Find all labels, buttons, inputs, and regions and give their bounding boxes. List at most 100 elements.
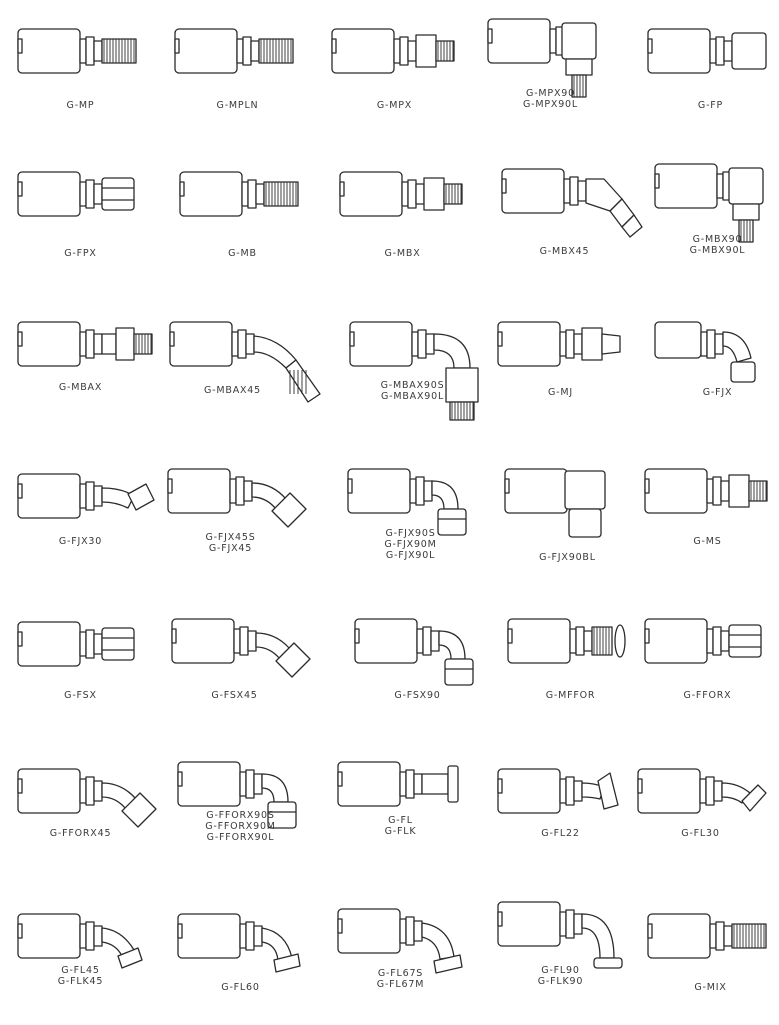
fitting-drawing-g-fjx45s [167, 468, 307, 528]
fitting-g-fjx90s [347, 465, 493, 580]
fitting-label-line: G-FJX [702, 387, 733, 398]
fitting-label-g-fforx: G-FFORX [635, 690, 779, 701]
fitting-g-mffor [507, 615, 653, 730]
fitting-label-line: G-FFORX90L [206, 832, 275, 843]
fitting-label-line: G-MPX90 [526, 88, 575, 99]
fitting-g-fl45 [17, 910, 163, 1025]
fitting-label-line: G-MPX [376, 100, 413, 111]
fitting-g-fl90 [497, 898, 643, 1013]
fitting-label-g-fsx45: G-FSX45 [162, 690, 307, 701]
fitting-drawing-g-fjx90s [347, 468, 467, 536]
fitting-drawing-g-mbax90s [349, 321, 479, 421]
fitting-label-g-fl60: G-FL60 [168, 982, 313, 993]
fitting-label-line: G-FSX45 [211, 690, 258, 701]
fitting-label-line: G-MPX90L [522, 99, 578, 110]
fitting-g-fforx45 [17, 765, 163, 880]
fitting-label-line: G-MP [66, 100, 95, 111]
fitting-label-line: G-MPLN [216, 100, 259, 111]
fitting-label-g-fl30: G-FL30 [628, 828, 773, 839]
fitting-label-line: G-FL30 [681, 828, 720, 839]
fitting-drawing-g-fjx90bl [504, 468, 606, 538]
fitting-label-line: G-FSX [64, 690, 97, 701]
fitting-label-line: G-MBAX90S [380, 380, 445, 391]
fitting-label-g-mpx: G-MPX [322, 100, 467, 111]
fitting-drawing-g-fl67s [337, 908, 463, 974]
fitting-label-line: G-FL45 [61, 965, 100, 976]
fitting-label-line: G-FL60 [221, 982, 260, 993]
fitting-label-line: G-MS [693, 536, 722, 547]
fitting-label-line: G-FJX45 [208, 543, 253, 554]
fitting-g-fpx [17, 168, 163, 283]
fitting-label-g-fsx90: G-FSX90 [345, 690, 490, 701]
fitting-label-g-mbax45: G-MBAX45 [160, 385, 305, 396]
fitting-drawing-g-mj [497, 321, 621, 367]
fitting-label-line: G-MBAX45 [204, 385, 261, 396]
fitting-label-line: G-MBAX [58, 382, 103, 393]
fitting-drawing-g-fl30 [637, 768, 767, 814]
fitting-drawing-g-mp [17, 28, 137, 74]
fitting-drawing-g-fforx [644, 618, 762, 664]
fitting-label-line: G-FJX90S [385, 528, 436, 539]
fitting-label-line: G-FL90 [541, 965, 580, 976]
fitting-g-mb [179, 168, 325, 283]
fitting-label-line: G-MFFOR [545, 690, 596, 701]
fitting-label-line: G-FPX [64, 248, 97, 259]
fitting-drawing-g-fforx90s [177, 761, 297, 829]
fitting-label-line: G-FL [388, 815, 413, 826]
fitting-drawing-g-fpx [17, 171, 135, 217]
fitting-drawing-g-fjx [654, 321, 756, 383]
fitting-label-line: G-FLK [384, 826, 417, 837]
fitting-drawing-g-mpx90 [487, 18, 597, 98]
fitting-label-g-mffor: G-MFFOR [498, 690, 643, 701]
fitting-label-line: G-FLK45 [57, 976, 104, 987]
fitting-drawing-g-mbx [339, 171, 463, 217]
fitting-drawing-g-fl45 [17, 913, 143, 969]
fitting-drawing-g-fsx [17, 621, 135, 667]
fitting-drawing-g-fsx45 [171, 618, 311, 678]
fitting-g-fl67s [337, 905, 483, 1020]
fitting-label-g-ms: G-MS [635, 536, 779, 547]
fitting-g-fforx [644, 615, 779, 730]
fitting-drawing-g-fl60 [177, 913, 301, 973]
fitting-label-g-fp: G-FP [638, 100, 779, 111]
fitting-label-line: G-FL67M [376, 979, 425, 990]
fitting-drawing-g-mbax45 [169, 321, 321, 403]
fitting-label-g-fsx: G-FSX [8, 690, 153, 701]
fitting-label-g-mbx45: G-MBX45 [492, 246, 637, 257]
fitting-g-ms [644, 465, 779, 580]
fitting-label-g-mbx: G-MBX [330, 248, 475, 259]
fitting-drawing-g-fforx45 [17, 768, 157, 828]
fitting-label-g-mj: G-MJ [488, 387, 633, 398]
fitting-drawing-g-ms [644, 468, 768, 514]
fitting-drawing-g-mbx90 [654, 163, 764, 243]
fitting-g-mpx [331, 25, 477, 140]
fitting-drawing-g-mpln [174, 28, 294, 74]
fitting-drawing-g-fjx30 [17, 473, 155, 519]
fitting-label-line: G-FLK90 [537, 976, 584, 987]
fitting-label-line: G-FL22 [541, 828, 580, 839]
fitting-g-fjx [654, 318, 779, 433]
fitting-g-mp [17, 25, 163, 140]
fitting-label-line: G-MBX90L [689, 245, 746, 256]
fitting-drawing-g-fp [647, 28, 767, 74]
fitting-label-line: G-FJX90M [384, 539, 437, 550]
fitting-g-fsx [17, 618, 163, 733]
fitting-g-fsx90 [354, 615, 500, 730]
fitting-label-g-mix: G-MIX [638, 982, 779, 993]
fitting-label-g-fjx: G-FJX [645, 387, 779, 398]
fitting-g-mbx [339, 168, 485, 283]
fitting-g-mix [647, 910, 779, 1025]
fitting-label-line: G-MBX [384, 248, 421, 259]
fitting-label-g-fjx30: G-FJX30 [8, 536, 153, 547]
fitting-label-line: G-MJ [548, 387, 573, 398]
fitting-g-mbax90s [349, 318, 495, 433]
fitting-label-line: G-FFORX90S [206, 810, 275, 821]
fitting-drawing-g-fl [337, 761, 459, 807]
fitting-label-line: G-MIX [694, 982, 727, 993]
